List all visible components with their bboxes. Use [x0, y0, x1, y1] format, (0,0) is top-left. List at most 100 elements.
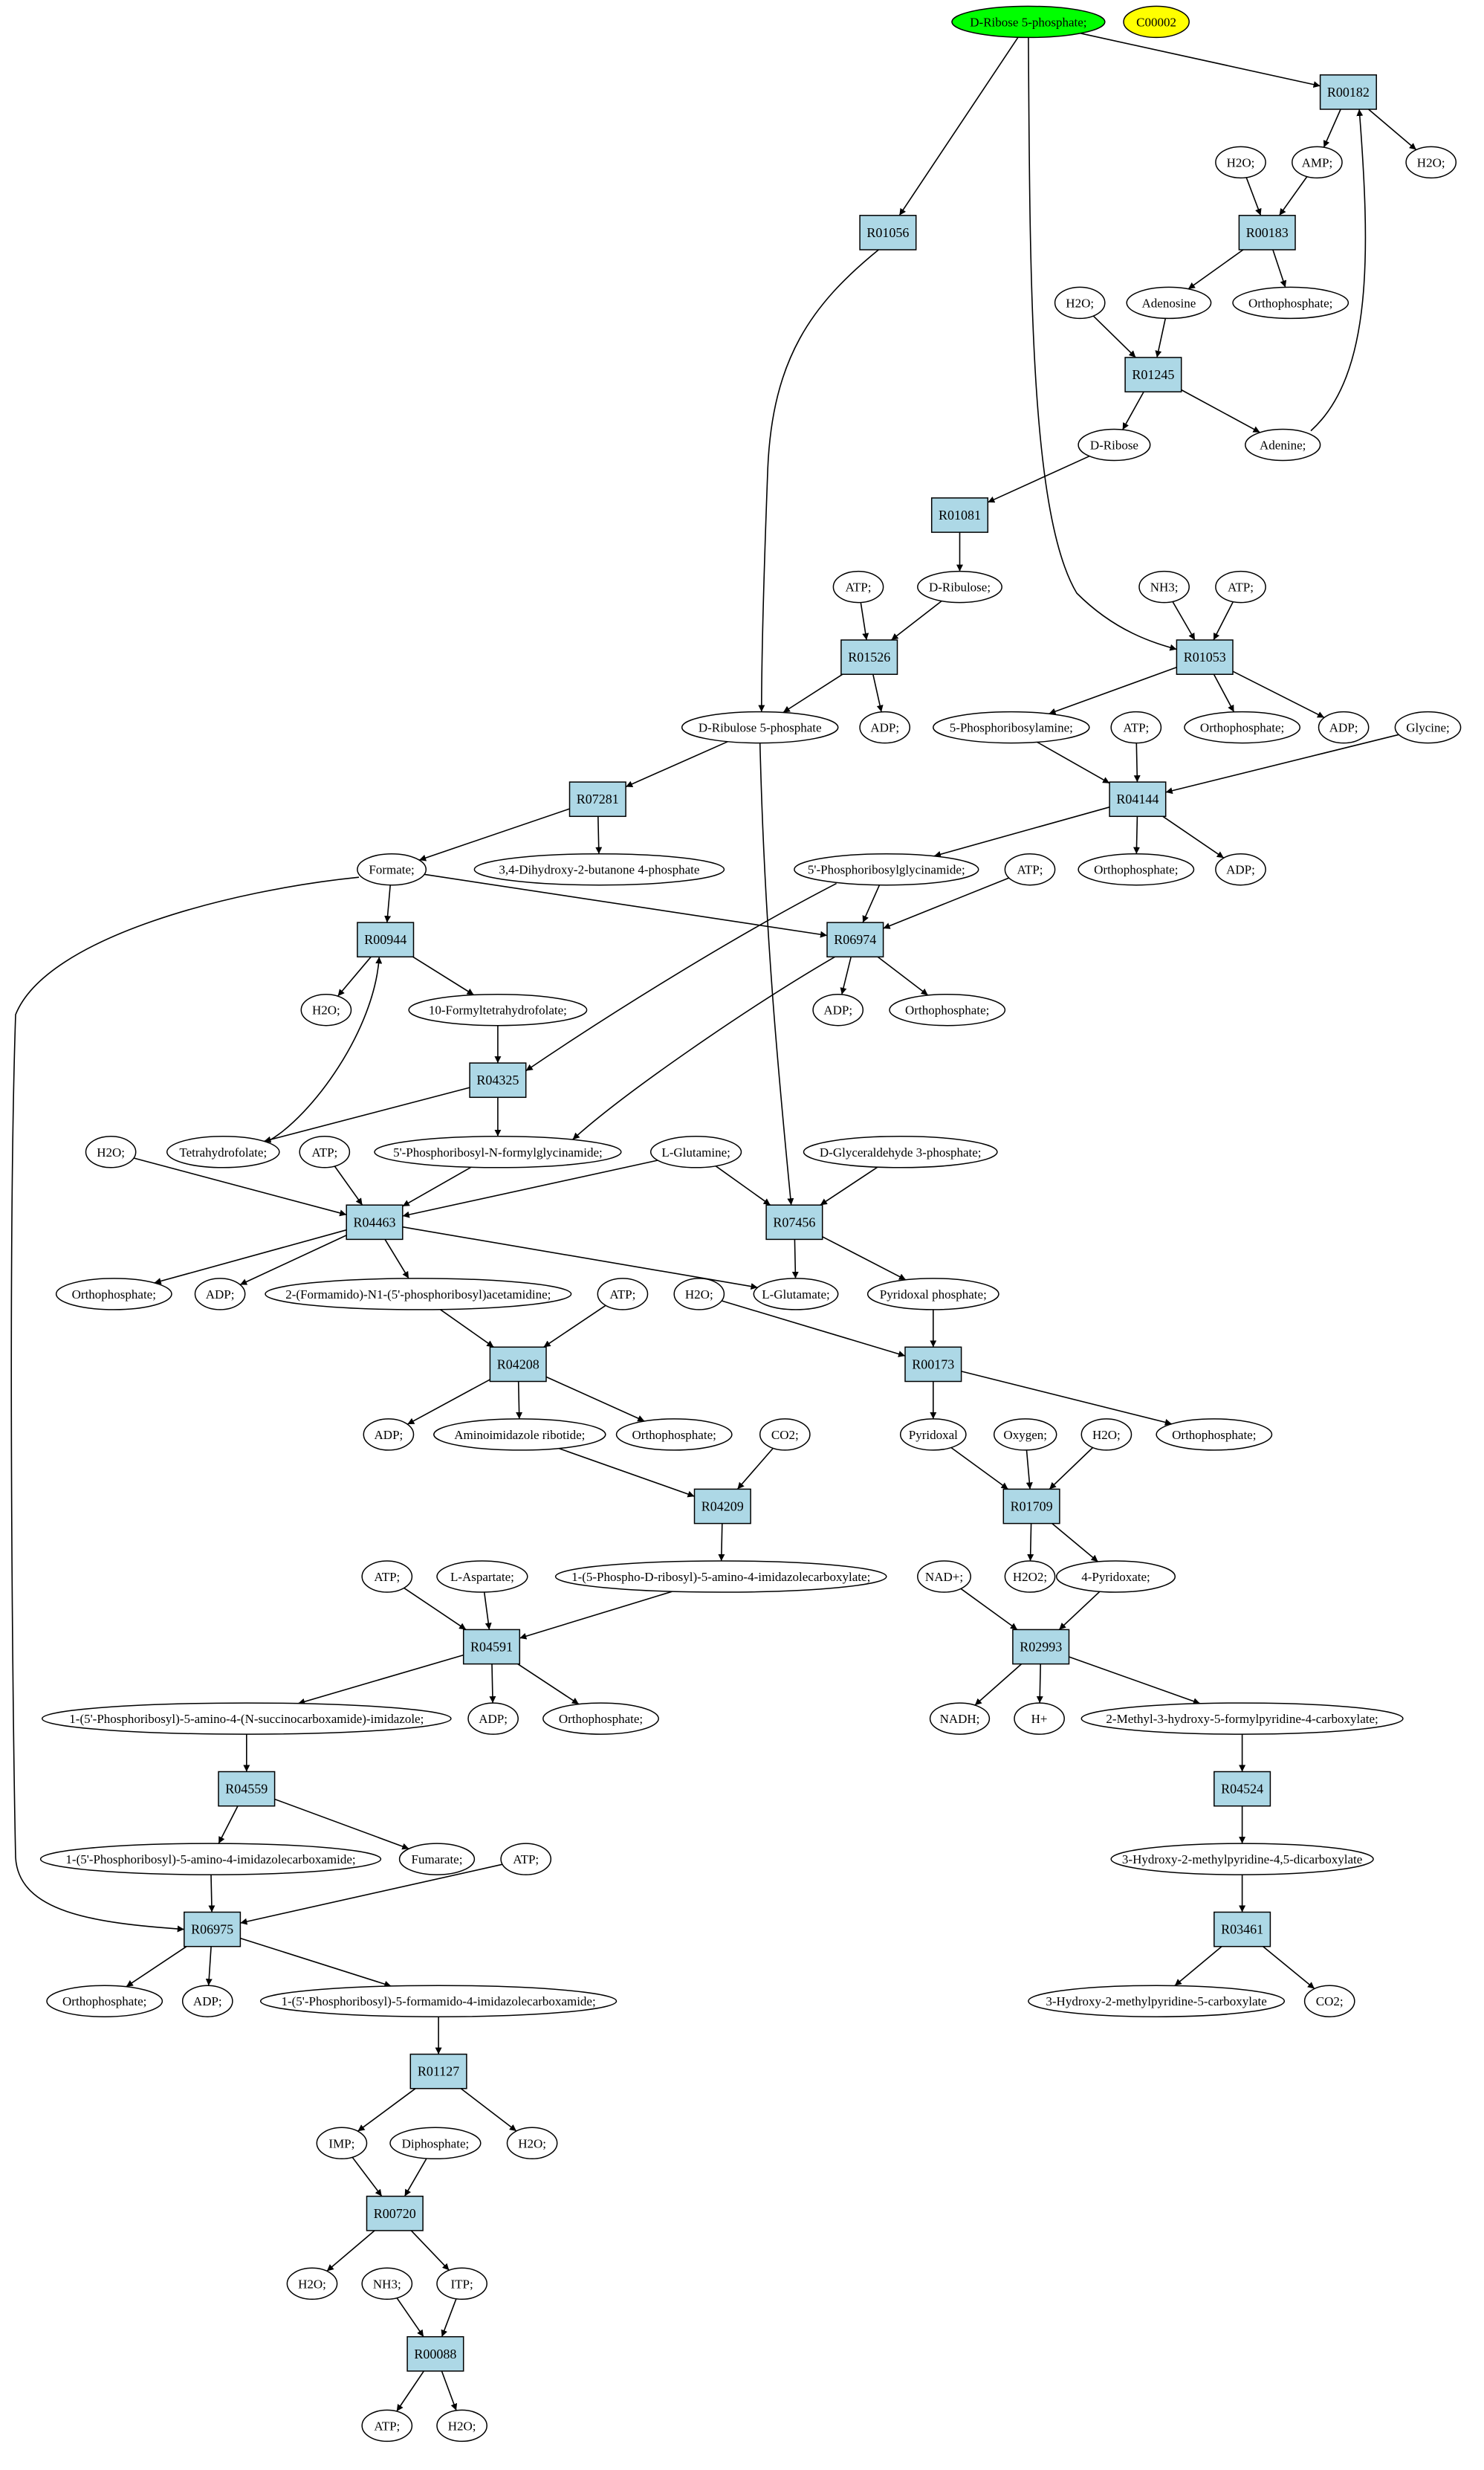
reaction-r01053[interactable]: R01053	[1176, 639, 1234, 675]
compound-atp[interactable]: ATP;	[832, 570, 884, 604]
compound-h2o[interactable]: H2O;	[286, 2267, 338, 2301]
compound-l-aspartate[interactable]: L-Aspartate;	[436, 1560, 528, 1593]
compound-h2o2[interactable]: H2O2;	[1004, 1560, 1056, 1593]
compound-atp[interactable]: ATP;	[500, 1843, 552, 1875]
compound-orthophosphate[interactable]: Orthophosphate;	[46, 1985, 163, 2017]
compound-c00002[interactable]: C00002	[1123, 5, 1190, 39]
reaction-r07281[interactable]: R07281	[568, 781, 626, 818]
compound-10-formyltetrahydrofolate[interactable]: 10-Formyltetrahydrofolate;	[408, 993, 588, 1027]
reaction-r01056[interactable]: R01056	[859, 215, 917, 250]
compound-1-5-phosphoribosyl-5-amino-4-imidazolecarboxamide[interactable]: 1-(5'-Phosphoribosyl)-5-amino-4-imidazol…	[39, 1843, 382, 1875]
reaction-r01127[interactable]: R01127	[409, 2053, 467, 2089]
compound-oxygen[interactable]: Oxygen;	[993, 1418, 1057, 1451]
reaction-r04325[interactable]: R04325	[469, 1062, 527, 1099]
compound-fumarate[interactable]: Fumarate;	[398, 1843, 476, 1875]
compound-adp[interactable]: ADP;	[1215, 853, 1266, 886]
compound-adp[interactable]: ADP;	[363, 1418, 415, 1451]
compound-pyridoxal[interactable]: Pyridoxal	[899, 1418, 967, 1451]
compound-co2[interactable]: CO2;	[759, 1418, 811, 1451]
compound-orthophosphate[interactable]: Orthophosphate;	[1184, 711, 1301, 744]
compound-h2o[interactable]: H2O;	[85, 1136, 137, 1168]
reaction-r01081[interactable]: R01081	[930, 497, 989, 533]
compound-co2[interactable]: CO2;	[1303, 1985, 1355, 2017]
compound-atp[interactable]: ATP;	[1215, 570, 1266, 604]
compound-l-glutamine[interactable]: L-Glutamine;	[649, 1136, 742, 1168]
compound-h2o[interactable]: H2O;	[673, 1278, 725, 1310]
compound-adp[interactable]: ADP;	[467, 1702, 519, 1735]
compound-1-5-phospho-d-ribosyl-5-amino-4-imidazolecarboxylate[interactable]: 1-(5-Phospho-D-ribosyl)-5-amino-4-imidaz…	[554, 1560, 887, 1593]
compound-orthophosphate[interactable]: Orthophosphate;	[1078, 853, 1195, 886]
compound-orthophosphate[interactable]: Orthophosphate;	[615, 1418, 733, 1451]
compound-tetrahydrofolate[interactable]: Tetrahydrofolate;	[166, 1136, 280, 1168]
compound-1-5-phosphoribosyl-5-amino-4-n-succinocarboxamide-imidazole[interactable]: 1-(5'-Phosphoribosyl)-5-amino-4-(N-succi…	[41, 1702, 452, 1735]
reaction-r02993[interactable]: R02993	[1012, 1629, 1070, 1665]
reaction-r04463[interactable]: R04463	[346, 1204, 404, 1241]
reaction-r04559[interactable]: R04559	[218, 1771, 276, 1807]
compound-atp[interactable]: ATP;	[1004, 853, 1056, 886]
compound-atp[interactable]: ATP;	[299, 1136, 351, 1168]
compound-nh3[interactable]: NH3;	[1138, 570, 1190, 604]
reaction-r06975[interactable]: R06975	[184, 1911, 242, 1947]
reaction-r07456[interactable]: R07456	[765, 1204, 823, 1241]
compound-h2o[interactable]: H2O;	[1054, 286, 1106, 320]
compound-glycine[interactable]: Glycine;	[1394, 711, 1462, 744]
reaction-r00944[interactable]: R00944	[357, 922, 415, 958]
compound-2-methyl-3-hydroxy-5-formylpyridine-4-carboxylate[interactable]: 2-Methyl-3-hydroxy-5-formylpyridine-4-ca…	[1080, 1702, 1404, 1735]
reaction-r00720[interactable]: R00720	[366, 2195, 424, 2231]
compound-orthophosphate[interactable]: Orthophosphate;	[889, 993, 1006, 1027]
compound-imp[interactable]: IMP;	[316, 2127, 368, 2160]
reaction-r04524[interactable]: R04524	[1214, 1771, 1271, 1807]
compound-atp[interactable]: ATP;	[361, 1560, 413, 1593]
compound-atp[interactable]: ATP;	[1110, 711, 1162, 744]
compound-h[interactable]: H+	[1014, 1702, 1065, 1735]
compound-h2o[interactable]: H2O;	[1215, 146, 1266, 179]
reaction-r01245[interactable]: R01245	[1124, 357, 1182, 392]
reaction-r06974[interactable]: R06974	[826, 922, 884, 958]
compound-d-glyceraldehyde-3-phosphate[interactable]: D-Glyceraldehyde 3-phosphate;	[803, 1136, 998, 1168]
reaction-r00088[interactable]: R00088	[406, 2335, 464, 2372]
reaction-r01526[interactable]: R01526	[840, 639, 898, 675]
compound-h2o[interactable]: H2O;	[506, 2127, 558, 2160]
compound-aminoimidazole-ribotide[interactable]: Aminoimidazole ribotide;	[433, 1418, 606, 1451]
compound-1-5-phosphoribosyl-5-formamido-4-imidazolecarboxamide[interactable]: 1-(5'-Phosphoribosyl)-5-formamido-4-imid…	[259, 1985, 618, 2017]
reaction-r00173[interactable]: R00173	[904, 1346, 962, 1383]
compound-pyridoxal-phosphate[interactable]: Pyridoxal phosphate;	[866, 1278, 999, 1310]
compound-d-ribose[interactable]: D-Ribose	[1078, 428, 1151, 462]
compound-nh3[interactable]: NH3;	[361, 2267, 413, 2301]
compound-adp[interactable]: ADP;	[812, 993, 864, 1027]
compound-h2o[interactable]: H2O;	[1405, 146, 1457, 179]
compound-d-ribulose[interactable]: D-Ribulose;	[917, 570, 1002, 604]
compound-formate[interactable]: Formate;	[357, 853, 427, 886]
compound-orthophosphate[interactable]: Orthophosphate;	[542, 1702, 659, 1735]
compound-h2o[interactable]: H2O;	[300, 993, 352, 1027]
compound-adenosine[interactable]: Adenosine	[1126, 286, 1212, 320]
reaction-r04208[interactable]: R04208	[489, 1346, 547, 1383]
reaction-r04209[interactable]: R04209	[693, 1488, 751, 1525]
compound-adp[interactable]: ADP;	[181, 1985, 233, 2017]
compound-3-hydroxy-2-methylpyridine-4-5-dicarboxylate[interactable]: 3-Hydroxy-2-methylpyridine-4,5-dicarboxy…	[1110, 1843, 1374, 1875]
compound-atp[interactable]: ATP;	[361, 2409, 413, 2442]
reaction-r00182[interactable]: R00182	[1319, 74, 1377, 110]
compound-adp[interactable]: ADP;	[194, 1278, 246, 1310]
reaction-r01709[interactable]: R01709	[1002, 1488, 1060, 1525]
compound-h2o[interactable]: H2O;	[436, 2409, 487, 2442]
compound-adp[interactable]: ADP;	[859, 711, 911, 744]
compound-l-glutamate[interactable]: L-Glutamate;	[753, 1278, 839, 1310]
compound-3-4-dihydroxy-2-butanone-4-phosphate[interactable]: 3,4-Dihydroxy-2-butanone 4-phosphate	[473, 853, 725, 886]
reaction-r04144[interactable]: R04144	[1109, 781, 1167, 818]
compound-5-phosphoribosylglycinamide[interactable]: 5'-Phosphoribosylglycinamide;	[794, 853, 979, 886]
compound-atp[interactable]: ATP;	[597, 1278, 649, 1310]
compound-nad[interactable]: NAD+;	[917, 1560, 971, 1593]
compound-adenine[interactable]: Adenine;	[1245, 428, 1321, 462]
compound-orthophosphate[interactable]: Orthophosphate;	[55, 1278, 172, 1310]
compound-diphosphate[interactable]: Diphosphate;	[389, 2127, 482, 2160]
compound-orthophosphate[interactable]: Orthophosphate;	[1232, 286, 1349, 320]
reaction-r04591[interactable]: R04591	[462, 1629, 521, 1665]
reaction-r03461[interactable]: R03461	[1214, 1911, 1271, 1947]
compound-5-phosphoribosylamine[interactable]: 5-Phosphoribosylamine;	[933, 711, 1090, 744]
compound-2-formamido-n1-5-phosphoribosyl-acetamidine[interactable]: 2-(Formamido)-N1-(5'-phosphoribosyl)acet…	[265, 1278, 572, 1310]
compound-itp[interactable]: ITP;	[436, 2267, 487, 2301]
compound-nadh[interactable]: NADH;	[929, 1702, 991, 1735]
compound-orthophosphate[interactable]: Orthophosphate;	[1156, 1418, 1273, 1451]
compound-d-ribose-5-phosphate[interactable]: D-Ribose 5-phosphate;	[951, 5, 1106, 39]
